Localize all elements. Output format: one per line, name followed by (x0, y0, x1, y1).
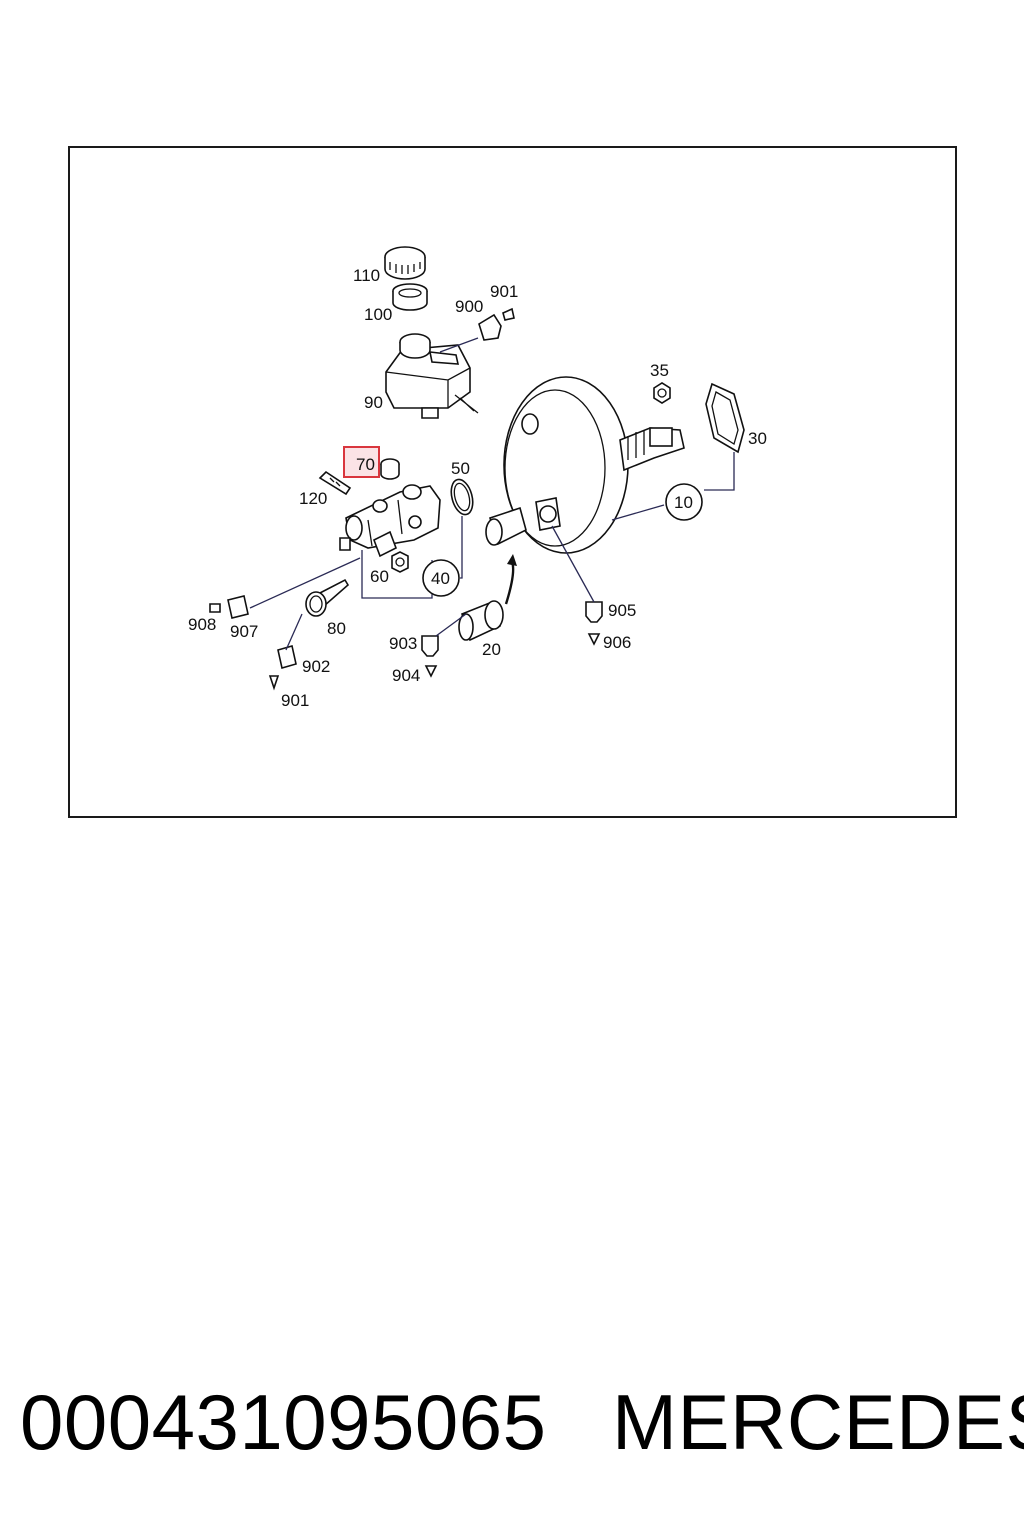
label-90: 90 (364, 393, 383, 412)
label-110: 110 (353, 266, 380, 285)
highlight-box-70 (343, 446, 380, 478)
label-50: 50 (451, 459, 470, 478)
label-903: 903 (389, 634, 417, 653)
connector-part-902 (268, 644, 297, 691)
label-908: 908 (188, 615, 216, 634)
sensor-connector-part-900 (439, 307, 515, 353)
label-904: 904 (392, 666, 420, 685)
pin-part-120 (318, 470, 352, 496)
product-caption: 000431095065 MERCEDES (0, 1372, 1024, 1472)
callout-circle-40 (422, 559, 460, 597)
label-30: 30 (748, 429, 767, 448)
connector-part-903 (421, 635, 439, 678)
reservoir-cap-part (384, 246, 426, 280)
label-902: 902 (302, 657, 330, 676)
connector-part-907 (209, 595, 249, 619)
label-901-bottom: 901 (281, 691, 309, 710)
label-10: 10 (674, 493, 693, 512)
label-907: 907 (230, 622, 258, 641)
gasket-part-30 (705, 382, 745, 454)
callout-circle-10 (665, 483, 703, 521)
label-901-top: 901 (490, 282, 518, 301)
brake-fluid-reservoir-part (385, 333, 479, 419)
master-cylinder-part (339, 484, 441, 558)
label-40: 40 (431, 569, 450, 588)
connector-part-905 (585, 601, 603, 646)
label-80: 80 (327, 619, 346, 638)
grommet-part-20 (458, 600, 504, 642)
brand-name: MERCEDES (612, 1378, 1024, 1466)
sensor-part-80 (305, 578, 350, 617)
label-906: 906 (603, 633, 631, 652)
label-120: 120 (299, 489, 327, 508)
nut-part-60 (391, 551, 409, 573)
reservoir-strainer-part (392, 283, 428, 311)
label-60: 60 (370, 567, 389, 586)
part-number: 000431095065 (20, 1378, 547, 1466)
label-20: 20 (482, 640, 501, 659)
label-905: 905 (608, 601, 636, 620)
nut-part-35 (653, 382, 671, 404)
label-900: 900 (455, 297, 483, 316)
brake-booster-part (485, 376, 685, 554)
label-100: 100 (364, 305, 392, 324)
label-35: 35 (650, 361, 669, 380)
plug-part-70 (380, 458, 400, 480)
label-70: 70 (356, 455, 375, 474)
exploded-parts-diagram: 110 100 900 901 90 35 30 70 50 120 10 60… (188, 246, 767, 710)
o-ring-part-50 (450, 478, 474, 516)
